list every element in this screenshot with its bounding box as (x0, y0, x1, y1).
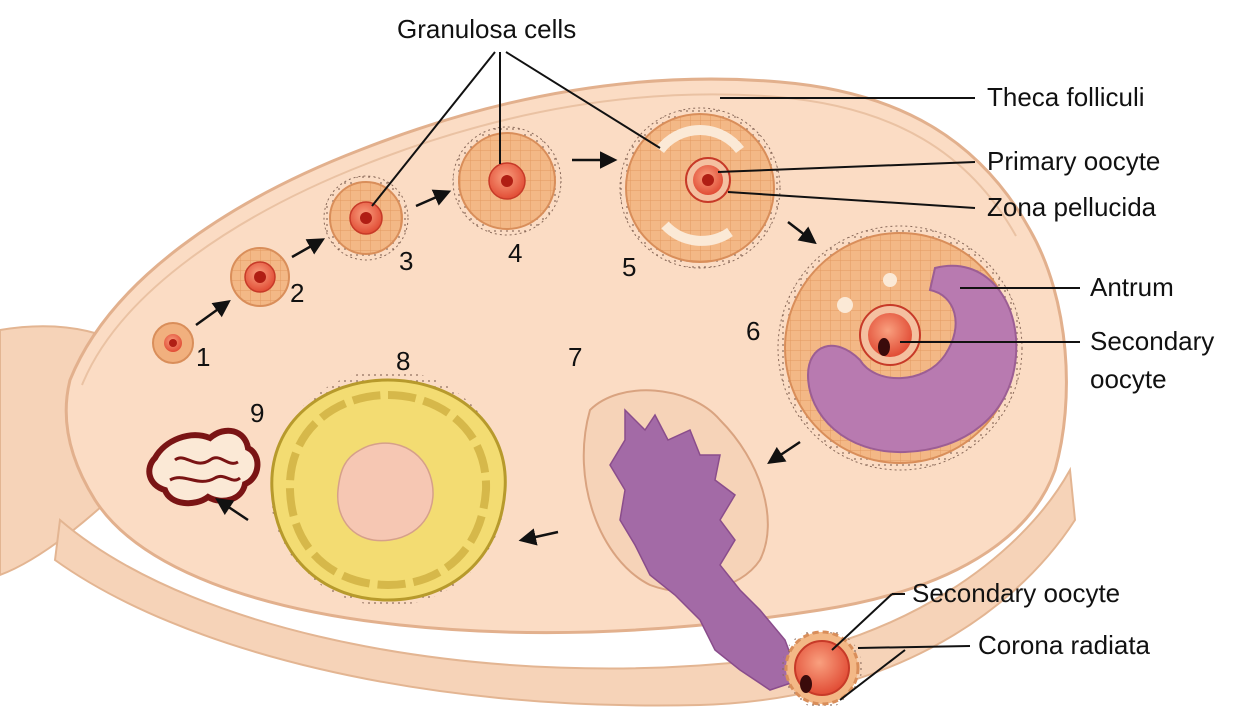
label-antrum: Antrum (1090, 272, 1174, 302)
label-secondary-oocyte-line1: Secondary (1090, 326, 1214, 356)
stage-number-2: 2 (290, 278, 304, 308)
label-primary-oocyte: Primary oocyte (987, 146, 1160, 176)
corpus-luteum-stage-8 (270, 370, 506, 606)
label-corona-radiata: Corona radiata (978, 630, 1151, 660)
label-theca-folliculi: Theca folliculi (987, 82, 1145, 112)
stage-number-9: 9 (250, 398, 264, 428)
follicle-stage-4 (453, 127, 561, 235)
follicle-stage-6 (778, 226, 1022, 470)
stage-number-7: 7 (568, 342, 582, 372)
stage-number-3: 3 (399, 246, 413, 276)
follicle-stage-2 (231, 248, 289, 306)
label-secondary-oocyte-line2: oocyte (1090, 364, 1167, 394)
follicle-stage-5 (620, 108, 780, 268)
ovulated-oocyte (782, 628, 862, 708)
stage-number-8: 8 (396, 346, 410, 376)
label-granulosa-cells: Granulosa cells (397, 14, 576, 44)
label-zona-pellucida: Zona pellucida (987, 192, 1157, 222)
follicle-stage-1 (153, 323, 193, 363)
stage-number-1: 1 (196, 342, 210, 372)
stage-number-5: 5 (622, 252, 636, 282)
follicle-stage-3 (324, 176, 408, 260)
label-secondary-oocyte-bottom: Secondary oocyte (912, 578, 1120, 608)
stage-number-4: 4 (508, 238, 522, 268)
stage-number-6: 6 (746, 316, 760, 346)
